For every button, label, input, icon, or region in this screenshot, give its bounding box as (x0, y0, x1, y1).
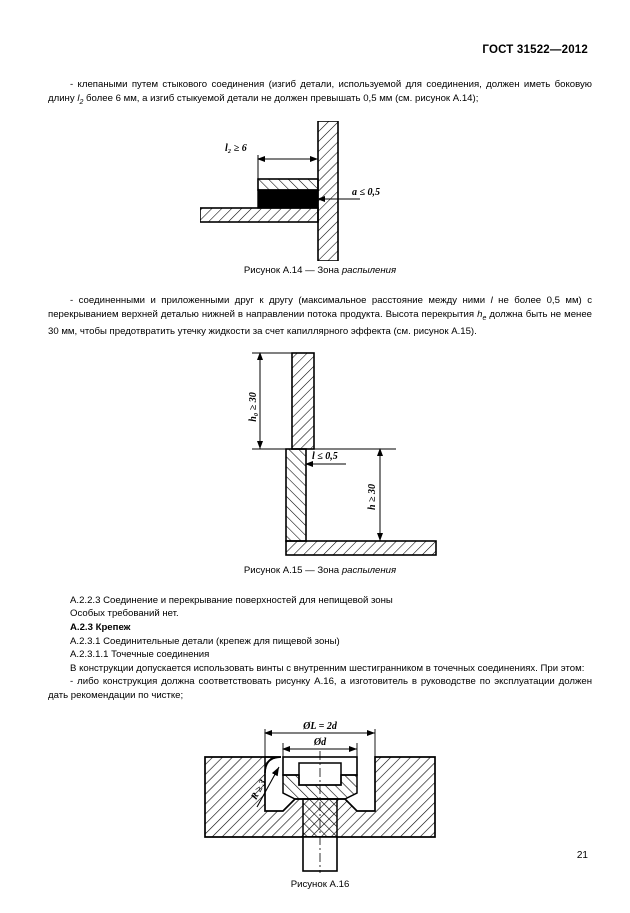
clause-block: А.2.2.3 Соединение и перекрывание поверх… (48, 594, 592, 703)
figure-a15-caption-prefix: Рисунок А.15 — Зона (243, 564, 340, 576)
figure-a15: h₀ ≥ 30 l ≤ 0,5 h ≥ 30 Рисунок А.15 — Зо… (48, 351, 592, 576)
figure-a14-caption-italic: распыления (341, 265, 397, 277)
page-number: 21 (576, 850, 588, 861)
fig-a15-label-h: h ≥ 30 (367, 484, 378, 510)
figure-a16: ØL = 2d Ød R ≥ 3 Рисунок А.16 (48, 715, 592, 890)
clause-screws-text: В конструкции допускается использовать в… (70, 662, 538, 674)
figure-a15-caption-italic: распыления (341, 564, 397, 576)
paragraph-overlap-a: - соединенными и приложенными друг к дру… (70, 295, 486, 307)
clause-no-requirements: Особых требований нет. (70, 608, 179, 620)
figure-a15-drawing: h₀ ≥ 30 l ≤ 0,5 h ≥ 30 (248, 351, 437, 556)
variable-l2: l2 (77, 92, 84, 106)
figure-a14-caption: Рисунок А.14 — Зона распыления (48, 265, 592, 276)
clause-a223: А.2.2.3 Соединение и перекрывание поверх… (70, 594, 393, 606)
paragraph-rivet-joint: - клепаными путем стыкового соединения (… (48, 78, 592, 109)
clause-a23-heading: А.2.3 Крепеж (70, 621, 131, 633)
paragraph-overlap-c: должна быть не менее 30 мм, чтобы предот… (48, 308, 593, 338)
figure-a14-caption-prefix: Рисунок А.14 — Зона (243, 265, 340, 277)
clause-a231: А.2.3.1 Соединительные детали (крепеж дл… (70, 635, 340, 647)
fig-a14-label-l2: l₂ ≥ 6 (225, 143, 247, 154)
figure-a14: l₂ ≥ 6 a ≤ 0,5 Рисунок А.14 — Зона распы… (48, 121, 592, 276)
figure-a16-drawing: ØL = 2d Ød R ≥ 3 (204, 721, 436, 873)
figure-a14-drawing: l₂ ≥ 6 a ≤ 0,5 (200, 121, 380, 262)
clause-design-paragraph: - либо конструкция должна соответствоват… (48, 675, 592, 702)
paragraph-rivet-joint-cont: более 6 мм, а изгиб стыкуемой детали не … (86, 92, 479, 104)
figure-a15-caption: Рисунок А.15 — Зона распыления (48, 565, 592, 576)
clause-design-text: - либо конструкция должна соответствоват… (70, 676, 555, 688)
fig-a16-label-outer: ØL = 2d (302, 721, 338, 732)
fig-a15-label-l: l ≤ 0,5 (312, 451, 338, 462)
clause-design-tail: должен дать рекомендации по чистке; (48, 676, 593, 701)
paragraph-overlap: - соединенными и приложенными друг к дру… (48, 294, 592, 339)
paragraph-overlap-b: не более 0,5 мм) с перекрыванием верхней… (48, 295, 592, 320)
clause-screws-tail: При этом: (540, 662, 585, 674)
variable-he: hе (477, 308, 487, 322)
figure-a16-caption-prefix: Рисунок А.16 (290, 878, 350, 890)
variable-l: l (490, 295, 493, 307)
clause-screws-paragraph: В конструкции допускается использовать в… (48, 662, 592, 676)
fig-a16-label-inner: Ød (313, 737, 327, 748)
fig-a14-label-a: a ≤ 0,5 (352, 187, 380, 198)
fig-a15-label-h0: h₀ ≥ 30 (248, 392, 259, 422)
paragraph-rivet-joint-text: - клепаными путем стыкового соединения (… (48, 79, 592, 104)
standard-header: ГОСТ 31522—2012 (482, 44, 588, 56)
figure-a16-caption: Рисунок А.16 (48, 879, 592, 890)
page-content: - клепаными путем стыкового соединения (… (48, 78, 592, 890)
clause-a2311: А.2.3.1.1 Точечные соединения (70, 649, 210, 661)
